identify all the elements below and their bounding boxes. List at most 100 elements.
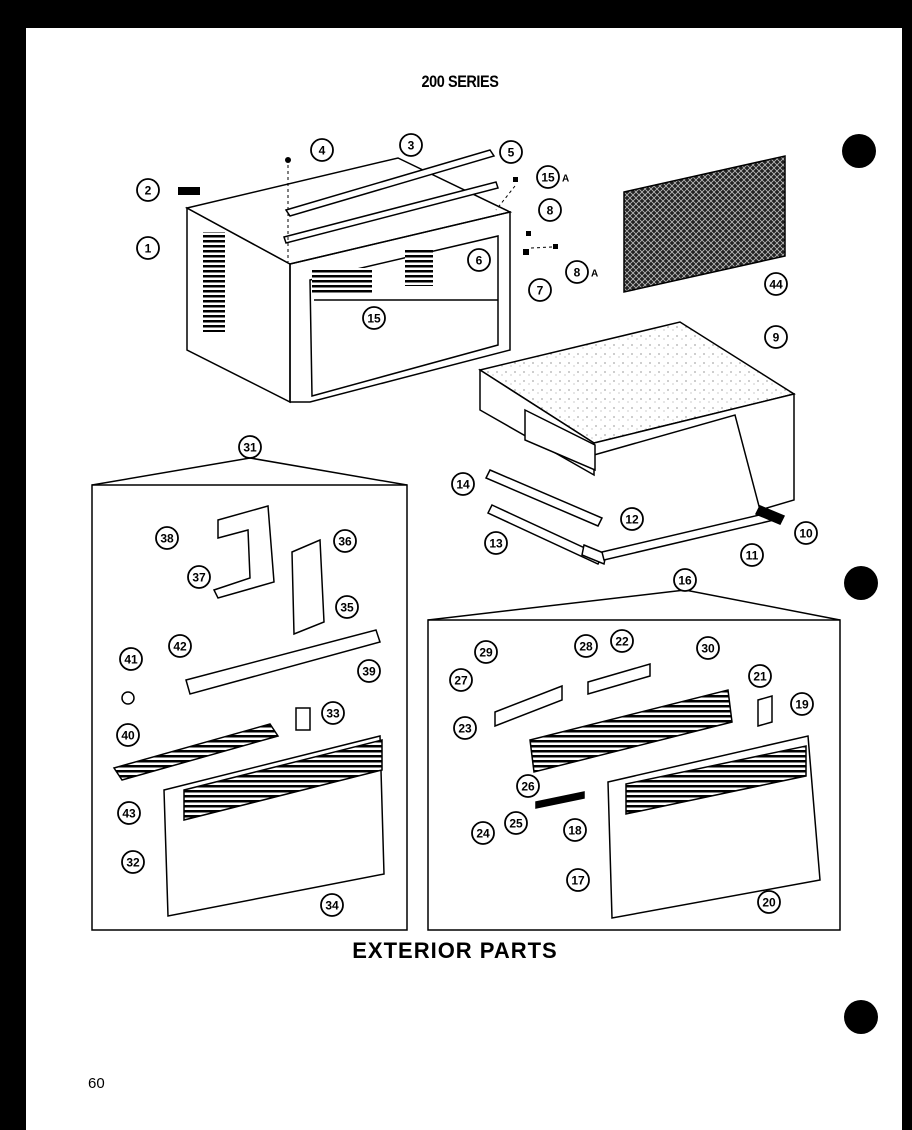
callout-9: 9 (764, 325, 788, 349)
callout-15: 15 (362, 306, 386, 330)
callout-36: 36 (333, 529, 357, 553)
small-fasteners (178, 157, 558, 255)
callout-circle (467, 248, 491, 272)
callout-label: 22 (615, 635, 629, 649)
callout-18: 18 (563, 818, 587, 842)
callout-label: 34 (325, 899, 339, 913)
callout-label: 42 (173, 640, 187, 654)
callout-circle (499, 140, 523, 164)
callout-11: 11 (740, 543, 764, 567)
page-number: 60 (88, 1075, 105, 1092)
callout-circle (536, 165, 560, 189)
callout-label: 26 (521, 780, 535, 794)
left-box-parts (112, 505, 385, 917)
callout-circle (574, 634, 598, 658)
callout-label: 36 (338, 535, 352, 549)
callout-label: 40 (121, 729, 135, 743)
callout-30: 30 (696, 636, 720, 660)
callout-label: 3 (408, 139, 415, 153)
callout-25: 25 (504, 811, 528, 835)
callout-circle (504, 811, 528, 835)
callout-circle (563, 818, 587, 842)
callout-41: 41 (119, 647, 143, 671)
bracket-16 (427, 589, 841, 621)
callout-20: 20 (757, 890, 781, 914)
callout-22: 22 (610, 629, 634, 653)
callout-circle (740, 543, 764, 567)
callout-29: 29 (474, 640, 498, 664)
callout-label: 21 (753, 670, 767, 684)
callout-label: 9 (773, 331, 780, 345)
callout-43: 43 (117, 801, 141, 825)
callout-circle (484, 531, 508, 555)
callout-circle (333, 529, 357, 553)
callout-label: 23 (458, 722, 472, 736)
callout-circle (748, 664, 772, 688)
callout-circle (320, 893, 344, 917)
callout-label: 32 (126, 856, 140, 870)
callout-3: 3 (399, 133, 423, 157)
leader-lines (287, 165, 553, 262)
callout-label: 28 (579, 640, 593, 654)
callout-1: 1 (136, 236, 160, 260)
air-filter (623, 155, 786, 293)
callout-circle (187, 565, 211, 589)
callout-label: 19 (795, 698, 809, 712)
callout-circle (399, 133, 423, 157)
callout-12: 12 (620, 507, 644, 531)
callout-label: 20 (762, 896, 776, 910)
callout-17: 17 (566, 868, 590, 892)
callout-label: 4 (319, 144, 326, 158)
callout-7: 7 (528, 278, 552, 302)
callout-label: 38 (160, 532, 174, 546)
callout-circle (238, 435, 262, 459)
callout-circle (790, 692, 814, 716)
callout-circle (757, 890, 781, 914)
callout-label: 31 (243, 441, 257, 455)
callout-8: 8 (538, 198, 562, 222)
callout-circle (566, 868, 590, 892)
callout-circle (471, 821, 495, 845)
callout-label: 1 (145, 242, 152, 256)
callout-circle (310, 138, 334, 162)
callout-suffix: A (562, 174, 569, 185)
callout-label: 24 (476, 827, 490, 841)
callout-6: 6 (467, 248, 491, 272)
right-box-parts (494, 663, 821, 919)
callout-circle (362, 306, 386, 330)
callout-label: 33 (326, 707, 340, 721)
callout-14: 14 (451, 472, 475, 496)
callout-circle (696, 636, 720, 660)
binder-hole-icon (844, 1000, 878, 1034)
callout-circle (168, 634, 192, 658)
callout-circle (119, 647, 143, 671)
inset-box-right (427, 619, 841, 931)
callout-circle (474, 640, 498, 664)
callout-label: 8 (574, 266, 581, 280)
callout-34: 34 (320, 893, 344, 917)
callout-circle (565, 260, 589, 284)
callout-31: 31 (238, 435, 262, 459)
bracket-31 (91, 457, 408, 486)
section-title: EXTERIOR PARTS (352, 938, 558, 963)
callout-37: 37 (187, 565, 211, 589)
callout-circle (620, 507, 644, 531)
callout-circle (451, 472, 475, 496)
callout-label: 35 (340, 601, 354, 615)
callout-circle (764, 272, 788, 296)
callout-38a: 38 (155, 526, 179, 550)
callout-circle (610, 629, 634, 653)
callout-label: 12 (625, 513, 639, 527)
callout-circle (321, 701, 345, 725)
callout-circle (516, 774, 540, 798)
callout-circle (764, 325, 788, 349)
callout-42: 42 (168, 634, 192, 658)
callout-label: 6 (476, 254, 483, 268)
callout-label: 14 (456, 478, 470, 492)
callout-circle (117, 801, 141, 825)
callout-label: 13 (489, 537, 503, 551)
callout-suffix: A (591, 269, 598, 280)
